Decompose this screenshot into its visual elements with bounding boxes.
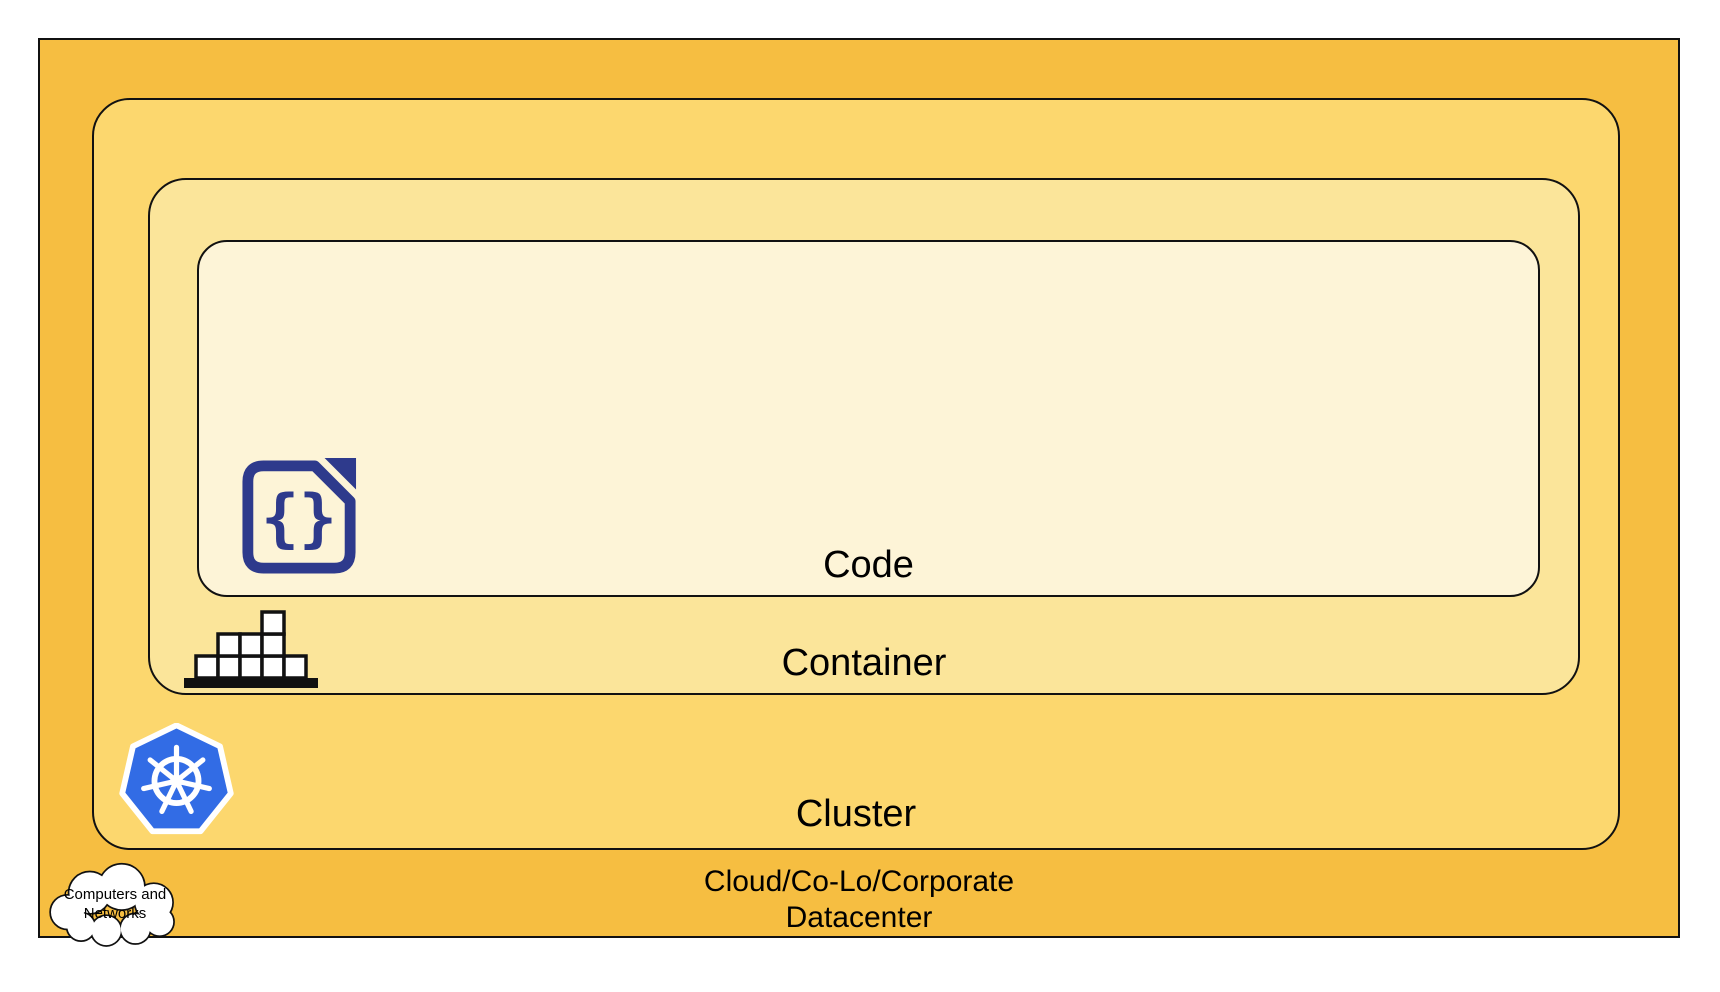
datacenter-label: Cloud/Co-Lo/Corporate Datacenter bbox=[40, 864, 1678, 936]
code-file-icon: {} bbox=[242, 458, 357, 574]
container-blocks-icon bbox=[184, 610, 318, 688]
cloud-label: Computers and Networks bbox=[42, 852, 188, 949]
kubernetes-wheel bbox=[141, 744, 212, 815]
code-file-fold bbox=[324, 458, 357, 490]
block bbox=[282, 654, 308, 680]
code-file-outline bbox=[242, 460, 356, 574]
kubernetes-icon bbox=[119, 723, 234, 835]
computers-networks-cloud: Computers and Networks bbox=[42, 852, 188, 949]
cluster-box: {} Code Container bbox=[92, 98, 1620, 850]
code-box: {} Code bbox=[197, 240, 1540, 597]
block bbox=[260, 610, 286, 636]
cluster-label: Cluster bbox=[795, 793, 917, 835]
blocks-platform bbox=[184, 678, 318, 688]
datacenter-label-line2: Datacenter bbox=[785, 901, 933, 934]
datacenter-box: {} Code Container bbox=[38, 38, 1680, 947]
container-box: {} Code Container bbox=[148, 178, 1580, 695]
code-braces-glyph: {} bbox=[261, 482, 337, 555]
code-label: Code bbox=[823, 544, 914, 586]
container-label: Container bbox=[781, 642, 947, 684]
cloud-label-line2: Networks bbox=[83, 904, 147, 922]
cloud-label-line1: Computers and bbox=[63, 885, 167, 903]
cloud-icon bbox=[49, 862, 175, 947]
cloud-fill-pass bbox=[50, 864, 174, 946]
datacenter-label-line1: Cloud/Co-Lo/Corporate bbox=[703, 865, 1015, 898]
